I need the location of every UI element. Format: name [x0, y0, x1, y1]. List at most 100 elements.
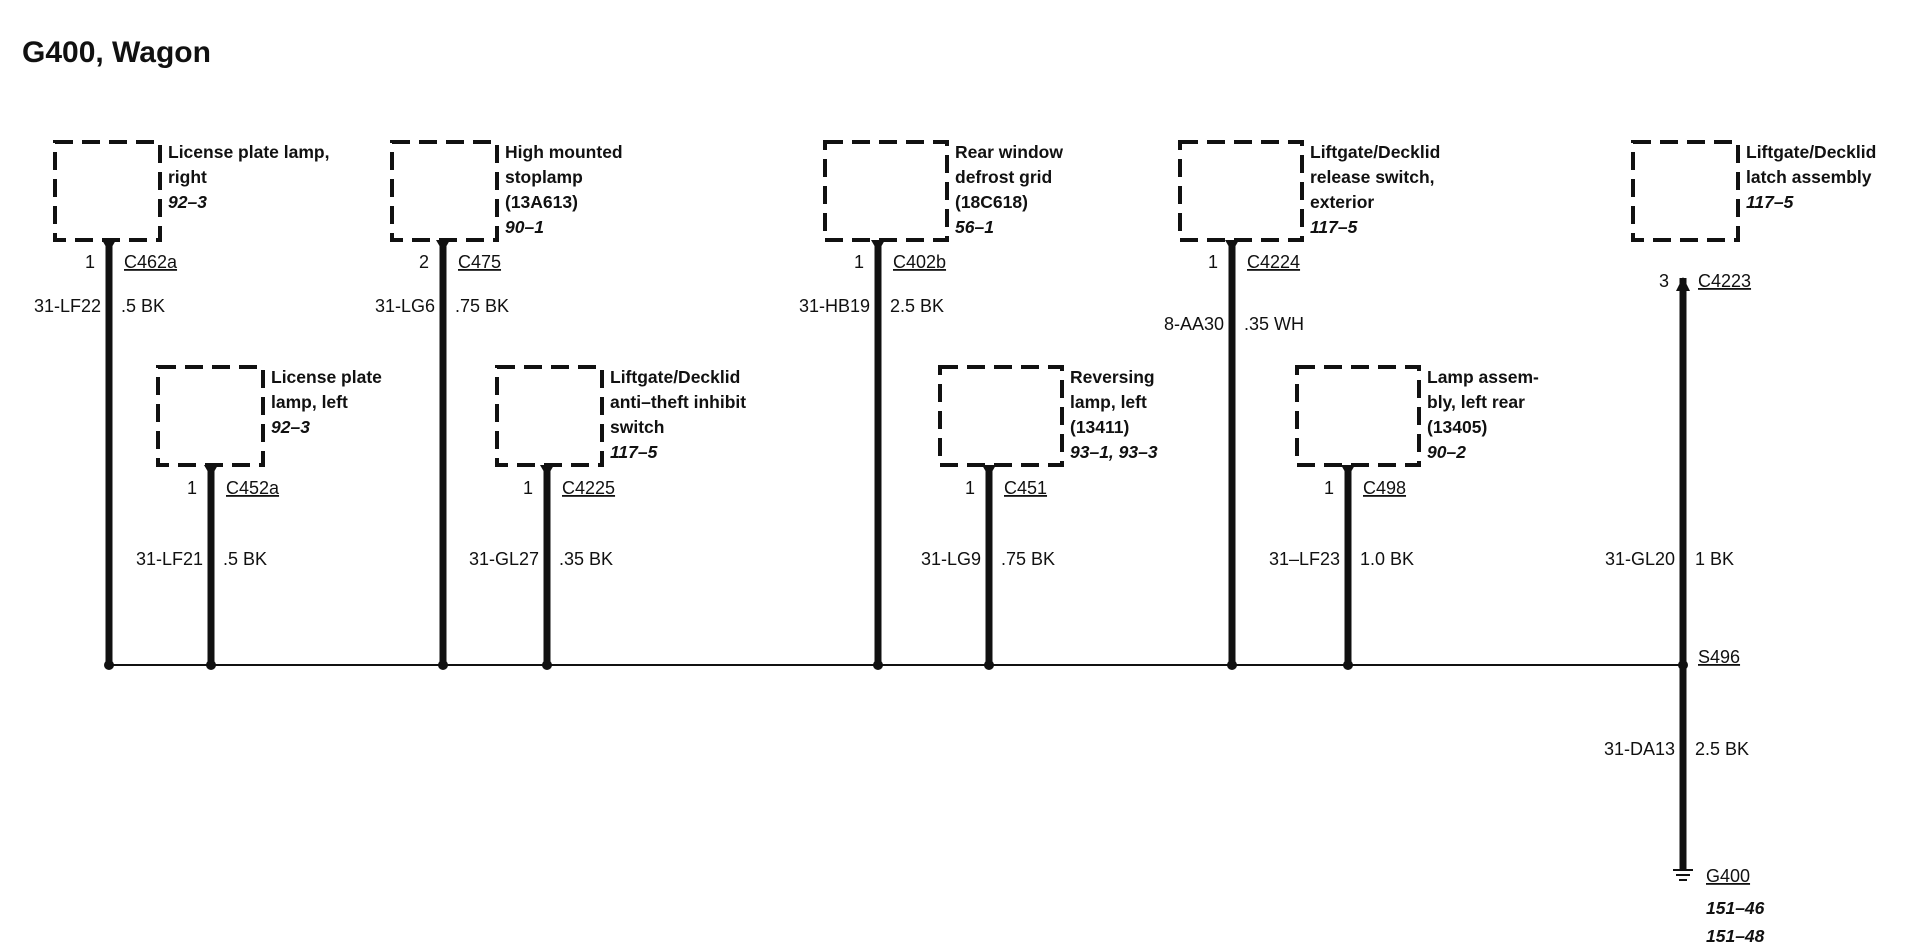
component-label-lp_left: License plate — [271, 367, 382, 387]
component-label-defrost: defrost grid — [955, 167, 1052, 187]
junction-dot-hm_stop — [438, 660, 448, 670]
component-label-hm_stop: stoplamp — [505, 167, 583, 187]
circuit-label-lp_right: 31-LF22 — [34, 296, 101, 316]
wire-spec-reversing: .75 BK — [1001, 549, 1055, 569]
circuit-label-reversing: 31-LG9 — [921, 549, 981, 569]
component-box-release — [1178, 140, 1304, 242]
component-box-latch — [1631, 140, 1740, 242]
component-ref-release: 117–5 — [1310, 217, 1358, 237]
component-box-hm_stop — [390, 140, 499, 242]
circuit-label-defrost: 31-HB19 — [799, 296, 870, 316]
junction-dot-antitheft — [542, 660, 552, 670]
component-label-antitheft: Liftgate/Decklid — [610, 367, 740, 387]
pin-number-antitheft: 1 — [523, 478, 533, 498]
junction-dot-lp_left — [206, 660, 216, 670]
circuit-label-lp_left: 31-LF21 — [136, 549, 203, 569]
component-label-lp_left: lamp, left — [271, 392, 348, 412]
connector-label-release: C4224 — [1247, 252, 1300, 272]
component-label-lamp_rear: bly, left rear — [1427, 392, 1525, 412]
circuit-label-release: 8-AA30 — [1164, 314, 1224, 334]
connector-label-lp_right: C462a — [124, 252, 178, 272]
component-box-antitheft — [495, 365, 604, 467]
pin-number-latch: 3 — [1659, 271, 1669, 291]
pin-arrow-hm_stop — [436, 240, 450, 252]
component-ref-latch: 117–5 — [1746, 192, 1794, 212]
component-label-latch: Liftgate/Decklid — [1746, 142, 1876, 162]
component-ref-lp_left: 92–3 — [271, 417, 310, 437]
component-ref-defrost: 56–1 — [955, 217, 994, 237]
ground-ref: 151–46 — [1706, 898, 1765, 918]
pin-arrow-lp_right — [102, 240, 116, 252]
page-title: G400, Wagon — [22, 36, 211, 69]
component-label-release: exterior — [1310, 192, 1374, 212]
component-label-antitheft: anti–theft inhibit — [610, 392, 746, 412]
component-label-release: release switch, — [1310, 167, 1435, 187]
splice-label: S496 — [1698, 647, 1740, 667]
pin-arrow-latch — [1676, 277, 1690, 291]
pin-arrow-lp_left — [204, 465, 218, 477]
circuit-label-latch: 31-GL20 — [1605, 549, 1675, 569]
connector-label-defrost: C402b — [893, 252, 946, 272]
connector-label-lp_left: C452a — [226, 478, 280, 498]
component-label-release: Liftgate/Decklid — [1310, 142, 1440, 162]
junction-dot-lamp_rear — [1343, 660, 1353, 670]
wire-spec-lp_right: .5 BK — [121, 296, 165, 316]
junction-dot-release — [1227, 660, 1237, 670]
component-label-reversing: Reversing — [1070, 367, 1155, 387]
connector-label-latch: C4223 — [1698, 271, 1751, 291]
wire-spec-latch: 1 BK — [1695, 549, 1734, 569]
component-ref-reversing: 93–1, 93–3 — [1070, 442, 1158, 462]
component-label-antitheft: switch — [610, 417, 664, 437]
component-box-lp_right — [53, 140, 162, 242]
pin-number-release: 1 — [1208, 252, 1218, 272]
junction-dot-defrost — [873, 660, 883, 670]
pin-number-lamp_rear: 1 — [1324, 478, 1334, 498]
connector-label-lamp_rear: C498 — [1363, 478, 1406, 498]
component-box-lamp_rear — [1295, 365, 1421, 467]
junction-dot-lp_right — [104, 660, 114, 670]
component-label-hm_stop: High mounted — [505, 142, 623, 162]
pin-number-defrost: 1 — [854, 252, 864, 272]
pin-arrow-release — [1225, 240, 1239, 252]
pin-arrow-antitheft — [540, 465, 554, 477]
pin-number-hm_stop: 2 — [419, 252, 429, 272]
component-ref-hm_stop: 90–1 — [505, 217, 544, 237]
wire-spec-defrost: 2.5 BK — [890, 296, 944, 316]
component-label-reversing: lamp, left — [1070, 392, 1147, 412]
wire-spec-lp_left: .5 BK — [223, 549, 267, 569]
component-label-lamp_rear: (13405) — [1427, 417, 1487, 437]
ground-label: G400 — [1706, 866, 1750, 886]
pin-arrow-defrost — [871, 240, 885, 252]
component-label-lp_right: License plate lamp, — [168, 142, 329, 162]
pin-number-lp_left: 1 — [187, 478, 197, 498]
connector-label-antitheft: C4225 — [562, 478, 615, 498]
connector-label-reversing: C451 — [1004, 478, 1047, 498]
component-label-latch: latch assembly — [1746, 167, 1872, 187]
wire-spec-hm_stop: .75 BK — [455, 296, 509, 316]
component-label-defrost: Rear window — [955, 142, 1063, 162]
component-label-reversing: (13411) — [1070, 417, 1129, 437]
component-box-lp_left — [156, 365, 265, 467]
connector-label-hm_stop: C475 — [458, 252, 501, 272]
circuit-label-hm_stop: 31-LG6 — [375, 296, 435, 316]
circuit-label-lamp_rear: 31–LF23 — [1269, 549, 1340, 569]
wire-spec-release: .35 WH — [1244, 314, 1304, 334]
ground-ref: 151–48 — [1706, 926, 1765, 944]
wire-spec-antitheft: .35 BK — [559, 549, 613, 569]
component-label-lp_right: right — [168, 167, 207, 187]
component-ref-lamp_rear: 90–2 — [1427, 442, 1466, 462]
component-ref-antitheft: 117–5 — [610, 442, 658, 462]
component-label-defrost: (18C618) — [955, 192, 1028, 212]
component-box-defrost — [823, 140, 949, 242]
component-label-lamp_rear: Lamp assem- — [1427, 367, 1539, 387]
component-box-reversing — [938, 365, 1064, 467]
pin-number-lp_right: 1 — [85, 252, 95, 272]
pin-arrow-lamp_rear — [1341, 465, 1355, 477]
circuit-label-antitheft: 31-GL27 — [469, 549, 539, 569]
ground-wire-spec: 2.5 BK — [1695, 739, 1749, 759]
ground-circuit-label: 31-DA13 — [1604, 739, 1675, 759]
component-ref-lp_right: 92–3 — [168, 192, 207, 212]
wire-spec-lamp_rear: 1.0 BK — [1360, 549, 1414, 569]
pin-number-reversing: 1 — [965, 478, 975, 498]
